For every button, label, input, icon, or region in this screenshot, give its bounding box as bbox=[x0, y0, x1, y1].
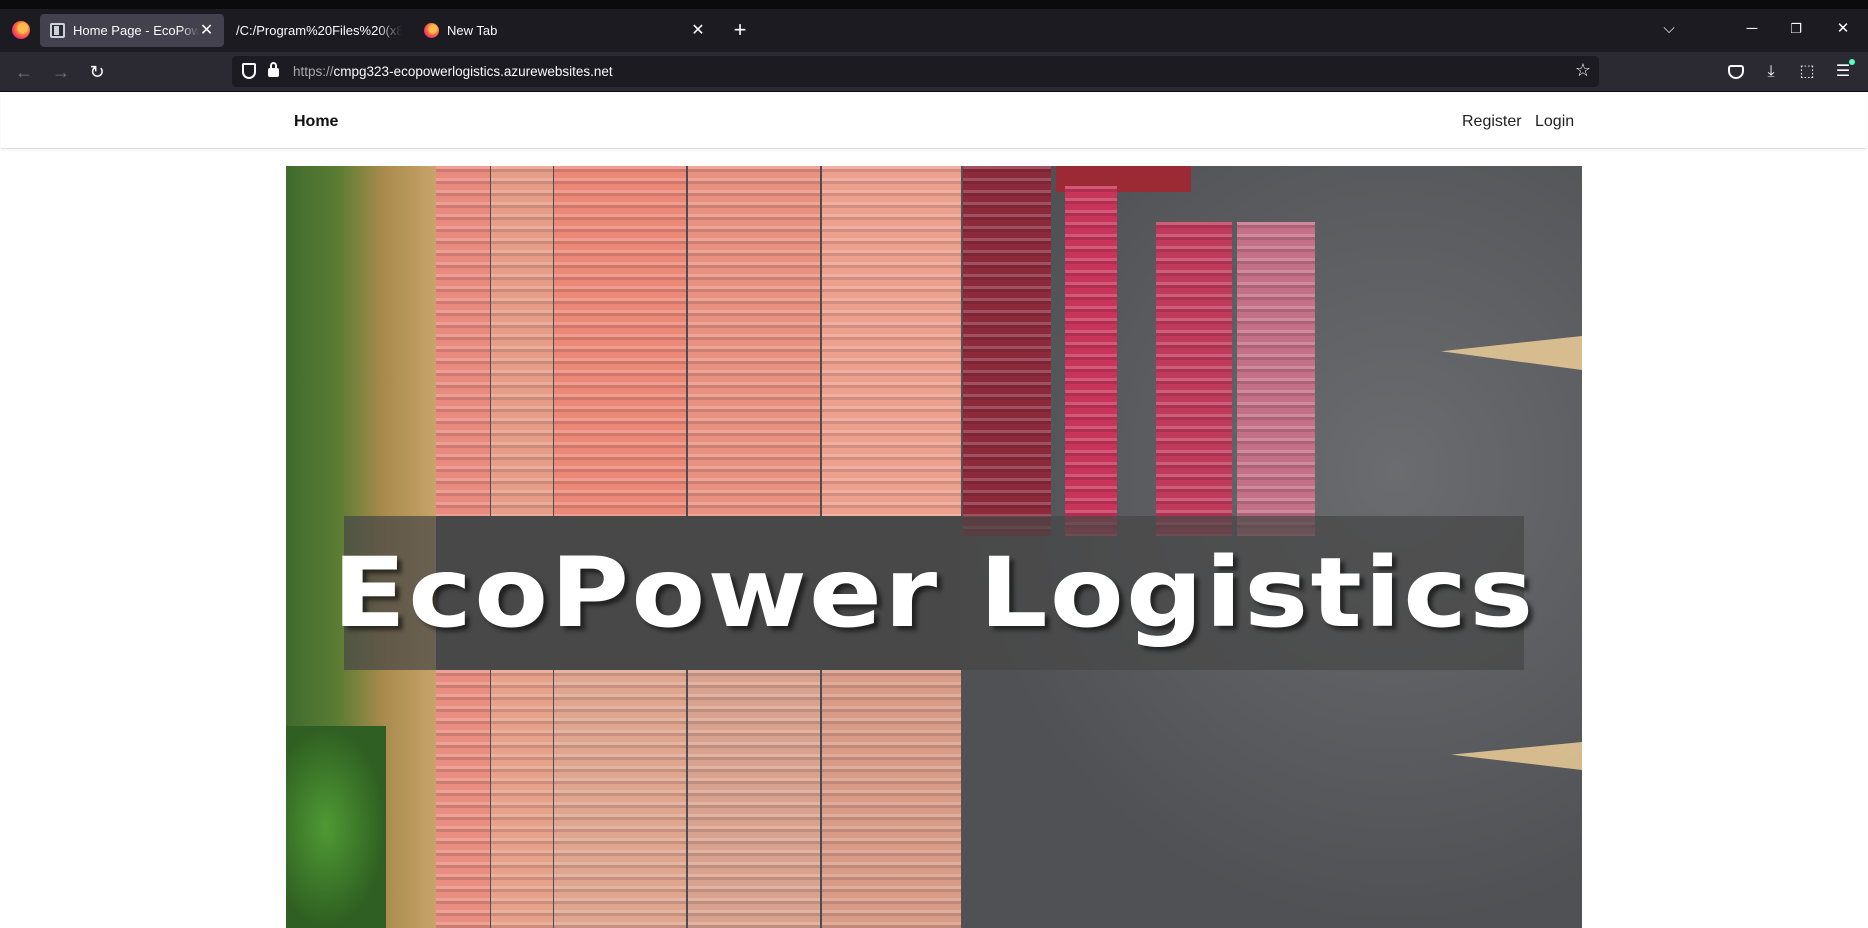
back-icon[interactable]: ← bbox=[15, 62, 33, 82]
container bbox=[491, 670, 553, 928]
url-protocol: https:// bbox=[293, 64, 334, 79]
pocket-icon[interactable] bbox=[1728, 65, 1744, 79]
container bbox=[554, 670, 686, 928]
login-link[interactable]: Login bbox=[1535, 113, 1575, 130]
tab-title: Home Page - EcoPower_Logisti bbox=[73, 23, 200, 38]
url-text[interactable]: https://cmpg323-ecopowerlogistics.azurew… bbox=[293, 64, 613, 79]
document-icon bbox=[50, 23, 65, 38]
firefox-icon bbox=[424, 23, 439, 38]
browser-titlebar bbox=[0, 0, 1868, 52]
tab-local-file[interactable]: /C:/Program%20Files%20(x86)/UiPa bbox=[226, 14, 412, 47]
hero-title: EcoPower Logistics bbox=[332, 537, 1536, 649]
container bbox=[491, 166, 553, 516]
window-close-icon[interactable]: ✕ bbox=[1836, 20, 1850, 37]
tab-home-page[interactable]: Home Page - EcoPower_Logisti ✕ bbox=[40, 14, 224, 47]
container bbox=[822, 670, 961, 928]
firefox-menu-icon[interactable] bbox=[12, 21, 30, 39]
list-all-tabs-icon[interactable]: ⌵ bbox=[1663, 20, 1675, 37]
tab-strip: Home Page - EcoPower_Logisti ✕ /C:/Progr… bbox=[0, 9, 1868, 52]
reload-icon[interactable]: ↻ bbox=[89, 62, 105, 82]
container bbox=[554, 166, 686, 516]
bookmark-star-icon[interactable]: ☆ bbox=[1574, 60, 1591, 80]
hero-banner: EcoPower Logistics bbox=[333, 516, 1533, 670]
register-link[interactable]: Register bbox=[1462, 113, 1522, 130]
close-tab-icon[interactable]: ✕ bbox=[199, 21, 214, 39]
tab-new-tab[interactable]: New Tab ✕ bbox=[414, 14, 716, 47]
navigation-toolbar: ← → ↻ https://cmpg323-ecopowerlogistics.… bbox=[0, 52, 1868, 92]
container bbox=[436, 166, 490, 516]
restore-icon[interactable]: ❐ bbox=[1790, 21, 1802, 36]
forward-icon[interactable]: → bbox=[52, 62, 70, 82]
container bbox=[1065, 186, 1117, 536]
navbar-brand-home[interactable]: Home bbox=[294, 113, 339, 130]
address-bar[interactable]: https://cmpg323-ecopowerlogistics.azurew… bbox=[232, 56, 1599, 87]
url-host: cmpg323-ecopowerlogistics.azurewebsites.… bbox=[333, 64, 613, 79]
container bbox=[822, 166, 961, 516]
container bbox=[688, 166, 820, 516]
update-badge bbox=[1849, 59, 1855, 65]
close-tab-icon[interactable]: ✕ bbox=[691, 21, 705, 39]
minimize-icon[interactable]: ─ bbox=[1746, 20, 1758, 37]
vegetation-bush bbox=[286, 726, 386, 928]
site-navbar: Home Register Login bbox=[1, 93, 1867, 149]
extensions-icon[interactable]: ⬚ bbox=[1799, 63, 1815, 80]
menu-icon[interactable]: ☰ bbox=[1833, 59, 1855, 82]
tab-title: /C:/Program%20Files%20(x86)/UiPa bbox=[236, 23, 402, 38]
container bbox=[688, 670, 820, 928]
tracking-protection-icon[interactable] bbox=[242, 63, 256, 79]
new-tab-button[interactable]: + bbox=[733, 17, 747, 42]
lock-icon[interactable] bbox=[268, 62, 279, 77]
hero-image: EcoPower Logistics bbox=[286, 166, 1582, 928]
container bbox=[963, 166, 1051, 536]
container bbox=[1237, 222, 1315, 536]
tab-title: New Tab bbox=[447, 23, 498, 38]
container bbox=[1156, 222, 1232, 536]
container bbox=[436, 670, 490, 928]
web-page: Home Register Login EcoPower Logistics bbox=[1, 93, 1867, 928]
download-icon[interactable]: ⤓ bbox=[1767, 63, 1775, 80]
